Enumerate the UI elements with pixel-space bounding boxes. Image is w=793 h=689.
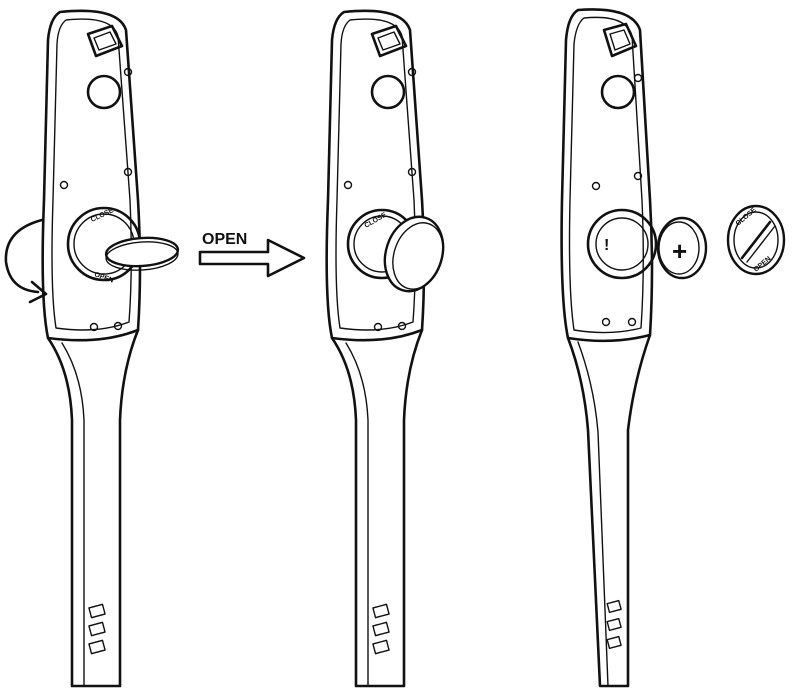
- coin-tool: [104, 236, 180, 271]
- grip-marks: [606, 599, 622, 650]
- detector-step-2: CLOSE: [325, 9, 445, 688]
- coin-battery: +: [656, 216, 708, 280]
- rotate-arrow-icon: [4, 218, 48, 304]
- compartment-mark: !: [604, 237, 609, 254]
- detector-step-3: ! + CLOSE OPEN: [560, 8, 786, 688]
- detector-step-1: CLOSE OPEN: [4, 9, 180, 688]
- open-label: OPEN: [202, 231, 247, 248]
- battery-plus-icon: +: [672, 236, 687, 266]
- grip-marks: [88, 603, 106, 655]
- battery-compartment-empty: !: [586, 208, 658, 280]
- grip-marks: [372, 603, 390, 655]
- battery-cap-removed: CLOSE OPEN: [726, 204, 786, 276]
- battery-cap-lifted: [383, 215, 445, 293]
- open-arrow: OPEN: [198, 231, 306, 278]
